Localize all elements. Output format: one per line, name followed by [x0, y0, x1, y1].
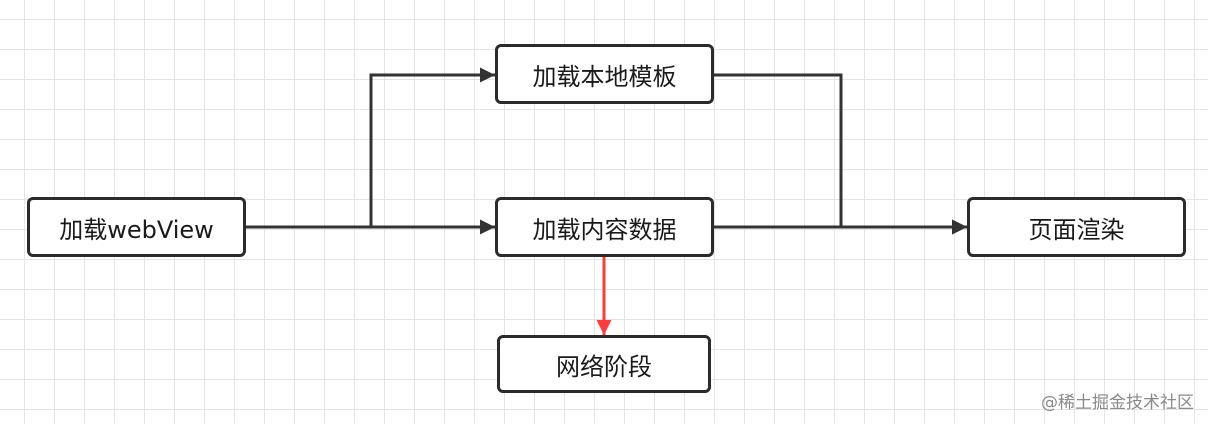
edge-webview-to-local-template — [246, 67, 495, 229]
node-load-webview[interactable]: 加载webView — [27, 197, 246, 257]
node-load-content-data[interactable]: 加载内容数据 — [495, 197, 714, 257]
node-label: 网络阶段 — [556, 352, 652, 381]
node-load-local-template[interactable]: 加载本地模板 — [495, 44, 714, 104]
node-label: 加载本地模板 — [532, 62, 677, 91]
node-label: 加载内容数据 — [532, 215, 677, 244]
node-page-render[interactable]: 页面渲染 — [967, 197, 1186, 257]
node-network-stage[interactable]: 网络阶段 — [497, 335, 711, 393]
watermark: @稀土掘金技术社区 — [1041, 393, 1194, 413]
node-label: 加载webView — [59, 215, 214, 244]
edge-local-template-to-render — [714, 73, 967, 235]
node-label: 页面渲染 — [1028, 215, 1125, 244]
